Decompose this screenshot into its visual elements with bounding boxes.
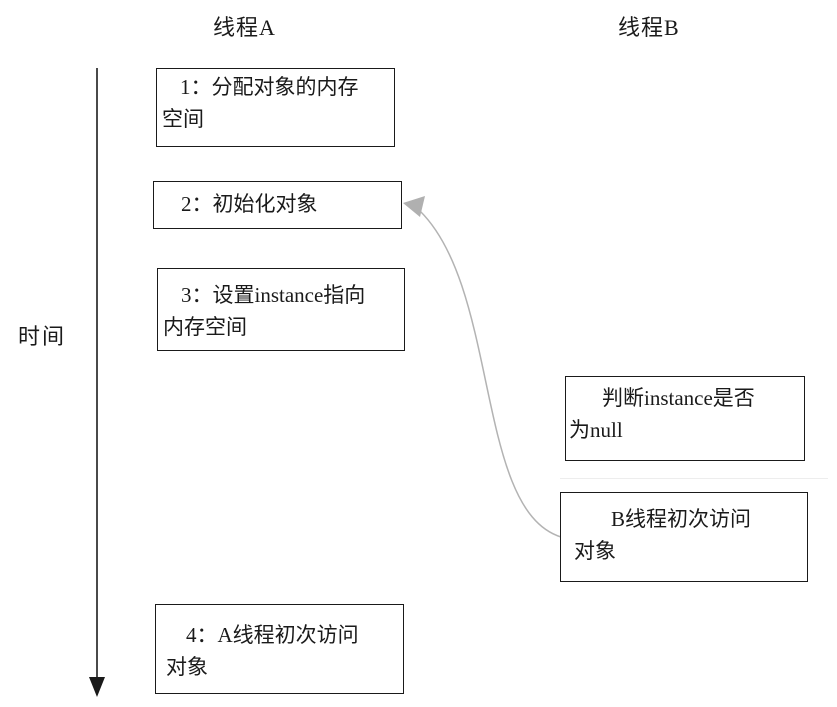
dependency-curve-arrowhead-icon: [403, 196, 425, 217]
scan-artifact-line: [560, 478, 828, 479]
thread-a-step-1-box: 1：分配对象的内存 空间: [156, 68, 395, 147]
dependency-curve: [419, 210, 562, 538]
thread-b-check-instance-box: 判断instance是否 为null: [565, 376, 805, 461]
time-axis-label: 时间: [18, 324, 67, 349]
thread-a-step-2-box: 2：初始化对象: [153, 181, 402, 229]
column-header-thread-a: 线程A: [213, 15, 276, 40]
column-header-thread-b: 线程B: [618, 15, 680, 40]
time-axis-down-arrowhead-icon: [89, 677, 105, 697]
thread-a-step-3-box: 3：设置instance指向 内存空间: [157, 268, 405, 351]
thread-a-step-4-box: 4：A线程初次访问 对象: [155, 604, 404, 694]
thread-b-first-access-box: B线程初次访问 对象: [560, 492, 808, 582]
